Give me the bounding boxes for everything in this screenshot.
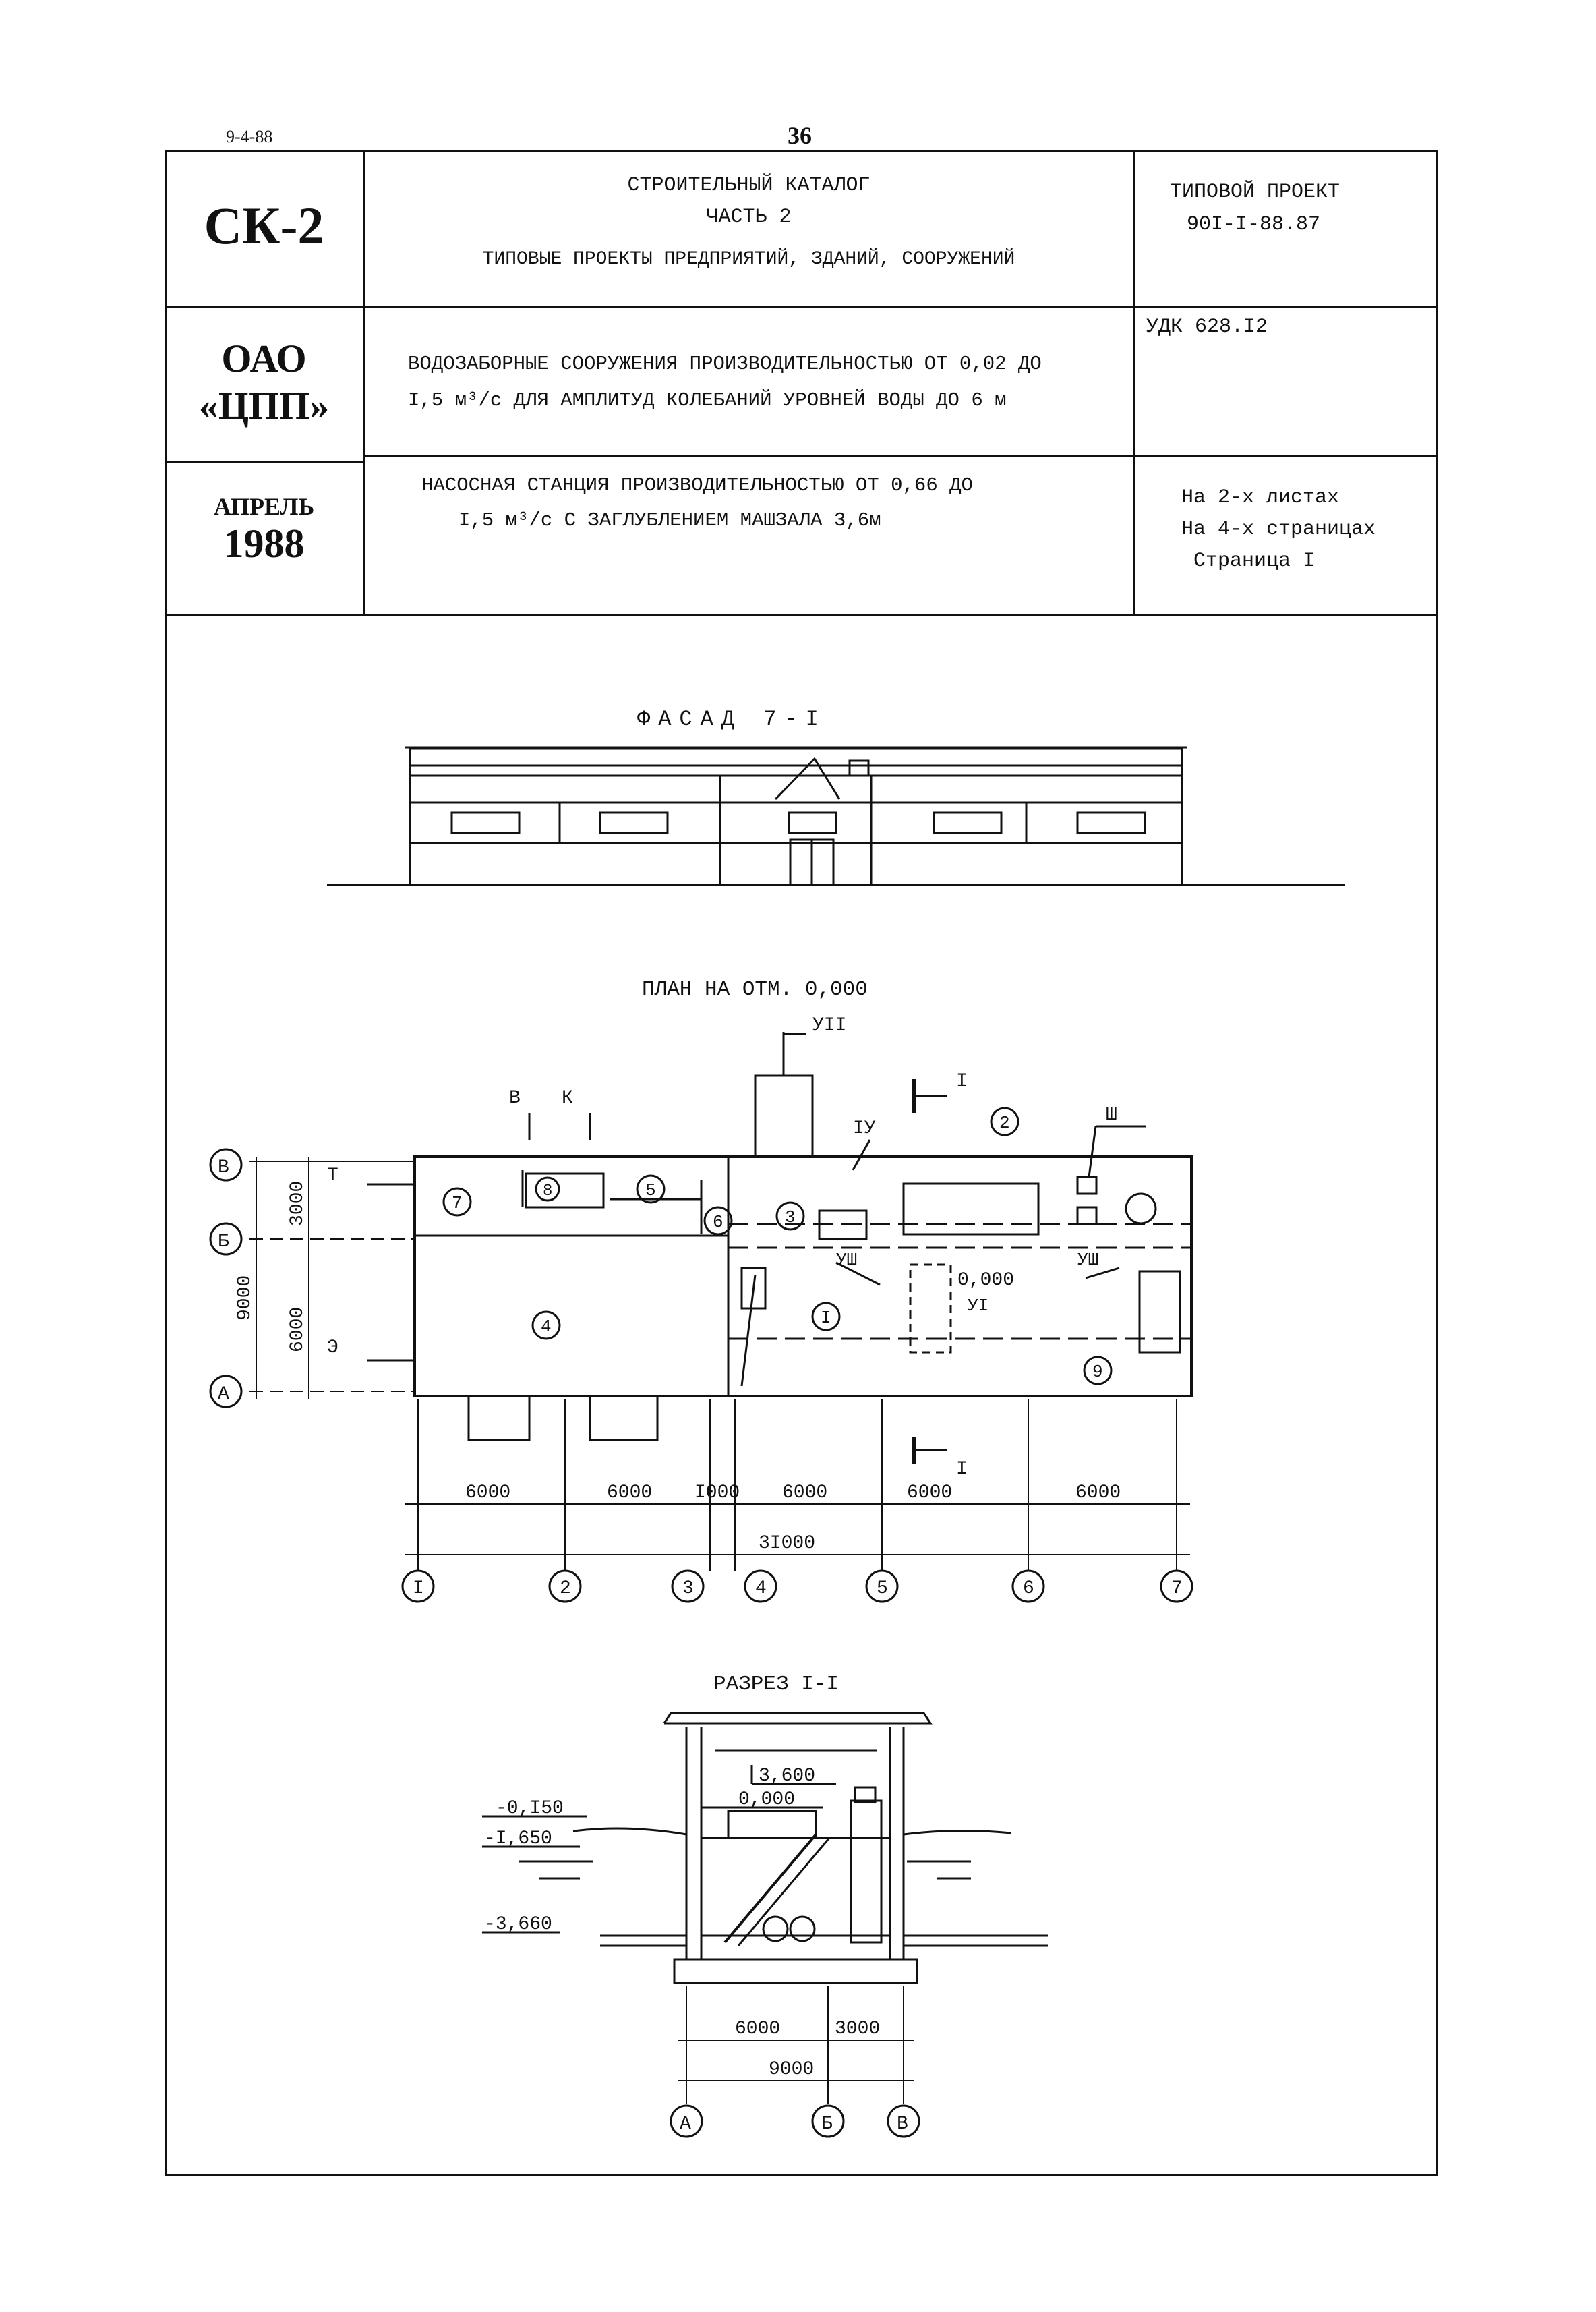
room-number: 4 <box>541 1317 552 1337</box>
total-dimension: 3I000 <box>759 1533 815 1554</box>
plan-label-k: К <box>562 1088 573 1109</box>
column-axis-label: 3 <box>682 1578 694 1599</box>
room-number: 7 <box>452 1193 463 1213</box>
catalog-subtitle: ТИПОВЫЕ ПРОЕКТЫ ПРЕДПРИЯТИЙ, ЗДАНИЙ, СОО… <box>482 249 1015 270</box>
organization-line: «ЦПП» <box>198 384 330 428</box>
title-divider <box>165 461 365 463</box>
plan-label-vi: УI <box>968 1296 988 1316</box>
row-dimension: 9000 <box>235 1275 256 1321</box>
column-dimension: I000 <box>694 1482 740 1503</box>
description-line: I,5 м³/с ДЛЯ АМПЛИТУД КОЛЕБАНИЙ УРОВНЕЙ … <box>408 389 1007 411</box>
title-divider <box>363 150 365 615</box>
section-mark-label: I <box>956 1071 968 1092</box>
column-axis-label: I <box>413 1578 424 1599</box>
document-date: 9-4-88 <box>226 127 273 146</box>
room-number: 3 <box>785 1207 796 1227</box>
column-dimension: 6000 <box>782 1482 827 1503</box>
column-axis-label: 4 <box>755 1578 767 1599</box>
title-divider <box>165 306 1438 308</box>
section-level: -I,650 <box>484 1828 552 1849</box>
plan-title: ПЛАН НА ОТМ. 0,000 <box>642 978 868 1002</box>
column-axis-label: 6 <box>1023 1578 1034 1599</box>
plan-column-axis-bubbles <box>401 1569 1193 1603</box>
column-axis-label: 2 <box>560 1578 571 1599</box>
organization-name: ОАО «ЦПП» <box>165 335 363 430</box>
catalog-title: СТРОИТЕЛЬНЫЙ КАТАЛОГ <box>627 174 870 197</box>
section-axis-label: А <box>680 2114 691 2135</box>
plan-level-mark: 0,000 <box>957 1270 1014 1291</box>
room-number: 2 <box>999 1113 1010 1133</box>
room-number: 8 <box>543 1182 552 1201</box>
project-number: 90I-I-88.87 <box>1187 213 1321 236</box>
plan-row-axis-bubbles <box>209 1148 243 1408</box>
plan-drawing <box>249 1032 1193 1571</box>
page-count: На 4-х страницах <box>1181 518 1376 541</box>
section-dimension: 6000 <box>735 2019 780 2040</box>
title-divider <box>165 614 1438 616</box>
issue-month: АПРЕЛЬ <box>213 493 315 520</box>
room-number: 9 <box>1092 1362 1103 1382</box>
plan-label-e: Э <box>327 1337 338 1358</box>
column-axis-label: 7 <box>1171 1578 1183 1599</box>
organization-line: ОАО <box>221 337 307 380</box>
plan-label-iv: IУ <box>853 1118 876 1139</box>
section-title: РАЗРЕЗ I-I <box>713 1673 839 1696</box>
column-dimension: 6000 <box>465 1482 510 1503</box>
catalog-part: ЧАСТЬ 2 <box>706 206 792 229</box>
room-number: 5 <box>645 1180 656 1201</box>
description-line: ВОДОЗАБОРНЫЕ СООРУЖЕНИЯ ПРОИЗВОДИТЕЛЬНОС… <box>408 353 1042 375</box>
row-axis-label: Б <box>218 1232 229 1252</box>
facade-drawing <box>327 746 1345 886</box>
column-axis-label: 5 <box>877 1578 888 1599</box>
section-drawing <box>482 1712 1048 2138</box>
room-number: 6 <box>713 1212 723 1232</box>
facade-title: ФАСАД 7-I <box>637 707 827 732</box>
section-mark-label: I <box>956 1459 968 1480</box>
object-line: НАСОСНАЯ СТАНЦИЯ ПРОИЗВОДИТЕЛЬНОСТЬЮ ОТ … <box>421 474 973 496</box>
section-axis-label: Б <box>821 2114 833 2135</box>
issue-year: 1988 <box>223 521 305 566</box>
section-level: -3,660 <box>484 1914 552 1935</box>
page-number: 36 <box>788 122 812 149</box>
sheet-count: На 2-х листах <box>1181 486 1340 509</box>
object-line: I,5 м³/с С ЗАГЛУБЛЕНИЕМ МАШЗАЛА 3,6м <box>459 509 881 531</box>
row-dimension: 3000 <box>287 1181 308 1226</box>
title-divider <box>363 455 1438 457</box>
section-axis-label: В <box>897 2114 908 2135</box>
section-level: 0,000 <box>738 1789 795 1810</box>
section-level: -0,I50 <box>496 1798 564 1819</box>
row-dimension: 6000 <box>287 1307 308 1352</box>
plan-label-v: В <box>509 1088 521 1109</box>
catalog-code: СК-2 <box>204 196 324 255</box>
title-divider <box>1133 150 1135 615</box>
section-dimension: 3000 <box>835 2019 880 2040</box>
plan-label-iii: Ш <box>1106 1105 1117 1126</box>
drawing-frame <box>165 150 1438 2176</box>
plan-room-bubbles <box>442 1107 1113 1385</box>
row-axis-label: В <box>218 1157 229 1178</box>
page-label: Страница I <box>1193 550 1316 573</box>
section-level: 3,600 <box>759 1766 815 1787</box>
plan-label-t: Т <box>327 1165 338 1186</box>
column-dimension: 6000 <box>607 1482 652 1503</box>
project-label: ТИПОВОЙ ПРОЕКТ <box>1170 181 1340 204</box>
udk-code: УДК 628.I2 <box>1146 316 1268 339</box>
column-dimension: 6000 <box>907 1482 952 1503</box>
plan-label-viii: УШ <box>836 1250 857 1270</box>
column-dimension: 6000 <box>1075 1482 1121 1503</box>
plan-label-viii: УШ <box>1077 1250 1098 1270</box>
row-axis-label: А <box>218 1384 229 1405</box>
section-dimension: 9000 <box>769 2059 814 2080</box>
room-number: I <box>821 1308 831 1328</box>
plan-label-vii: УII <box>812 1015 846 1036</box>
